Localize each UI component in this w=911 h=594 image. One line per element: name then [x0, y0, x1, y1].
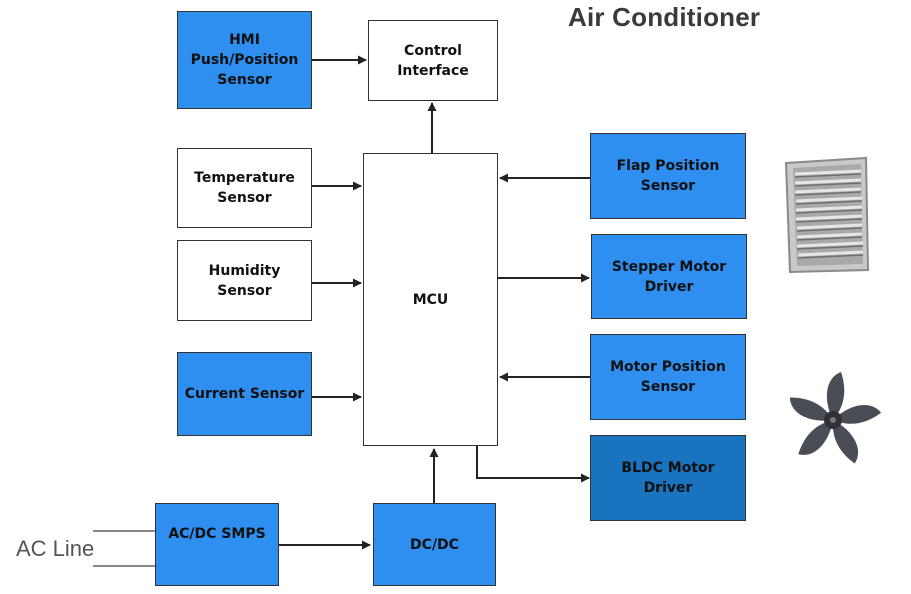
block-bldc-motor-driver: BLDC Motor Driver: [590, 435, 746, 521]
arrow-mcu-to-bldc: [476, 446, 590, 483]
fan-blade-icon: [789, 372, 882, 464]
louver-flap-icon: [784, 156, 870, 274]
diagram-title: Air Conditioner: [568, 2, 761, 32]
ac-line-label: AC Line: [16, 536, 95, 561]
block-control-interface: Control Interface: [368, 20, 498, 101]
block-acdc-smps: AC/DC SMPS: [155, 503, 279, 586]
block-dcdc: DC/DC: [373, 503, 496, 586]
block-mcu: MCU: [363, 153, 498, 446]
block-temperature-sensor: Temperature Sensor: [177, 148, 312, 228]
block-stepper-motor-driver: Stepper Motor Driver: [591, 234, 747, 319]
block-flap-position-sensor: Flap Position Sensor: [590, 133, 746, 219]
block-current-sensor: Current Sensor: [177, 352, 312, 436]
block-hmi-sensor: HMI Push/Position Sensor: [177, 11, 312, 109]
block-motor-position-sensor: Motor Position Sensor: [590, 334, 746, 420]
block-humidity-sensor: Humidity Sensor: [177, 240, 312, 321]
